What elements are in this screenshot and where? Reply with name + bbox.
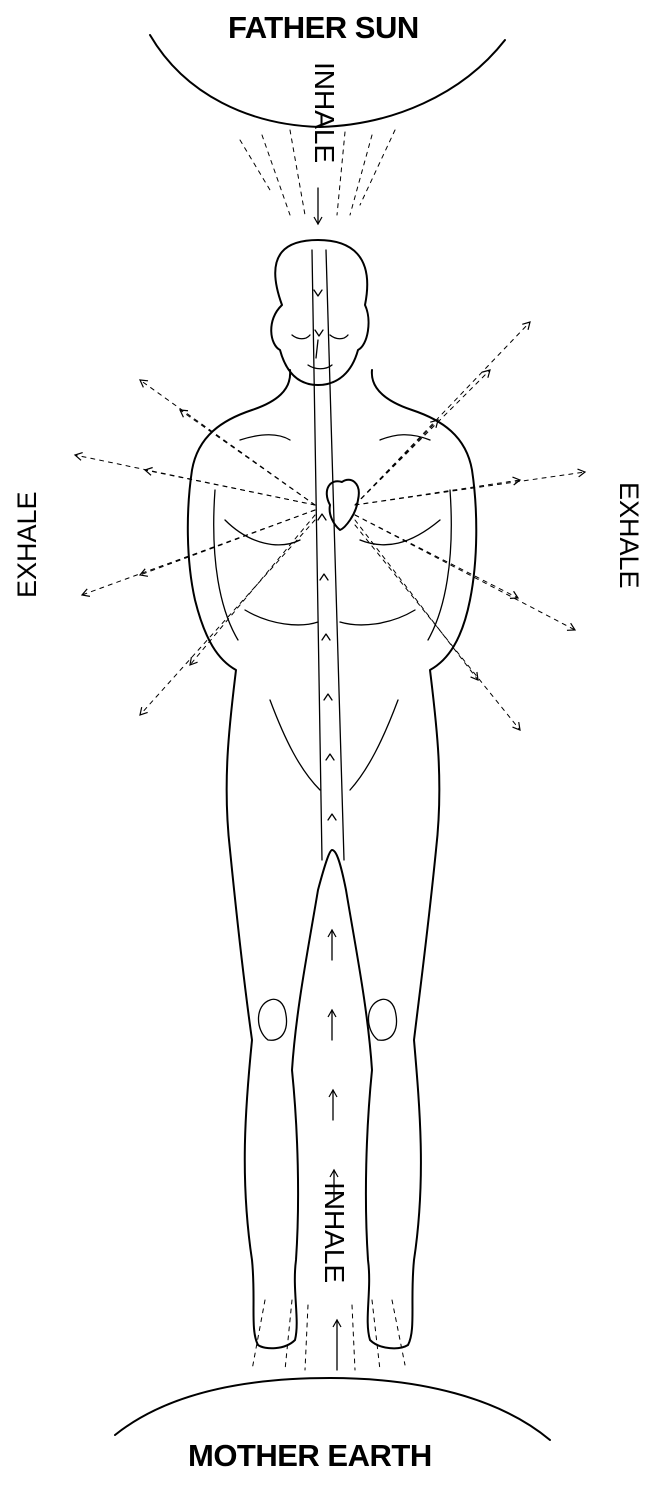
- right-arm: [428, 490, 451, 640]
- face: [292, 335, 348, 369]
- left-arm: [214, 490, 238, 640]
- top-title: FATHER SUN: [228, 10, 419, 46]
- right-knee: [368, 999, 396, 1040]
- earth-arc: [115, 1378, 550, 1440]
- exhale-label-left: EXHALE: [12, 491, 43, 598]
- left-knee: [258, 999, 286, 1040]
- earth-rays: [252, 1300, 405, 1370]
- inhale-label-top: INHALE: [308, 62, 340, 163]
- head: [271, 240, 368, 385]
- leg-arrows: [332, 930, 334, 1200]
- bottom-title: MOTHER EARTH: [188, 1438, 432, 1474]
- inhale-label-bottom: INHALE: [318, 1182, 350, 1283]
- exhale-label-right: EXHALE: [613, 482, 644, 589]
- heart: [327, 480, 359, 530]
- energy-channel: [312, 250, 344, 860]
